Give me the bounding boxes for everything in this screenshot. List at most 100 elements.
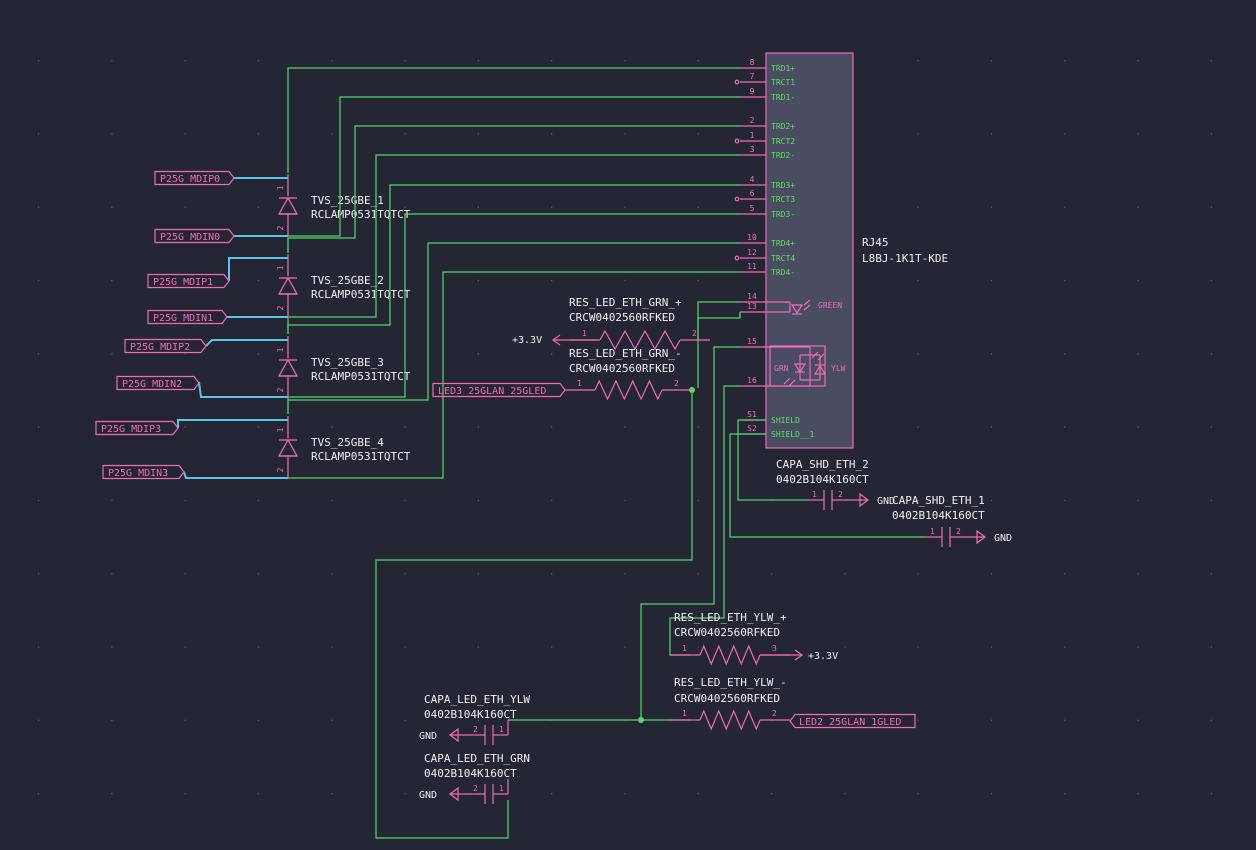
pin-name: TRD1+ <box>771 64 795 73</box>
rj45-connector[interactable]: RJ45 L8BJ-1K1T-KDE 8TRD1+7TRCT19TRD1-2TR… <box>734 52 948 449</box>
grid-dot <box>1064 426 1066 428</box>
grid-dot <box>624 60 626 62</box>
tvs-value: RCLAMP0531TQTCT <box>311 450 411 463</box>
gnd-symbol-2: GND <box>968 529 1012 545</box>
grid-dot <box>551 426 553 428</box>
pin-number: 2 <box>838 490 843 499</box>
grid-dot <box>331 133 333 135</box>
grid-dot <box>38 646 40 648</box>
resistor-value: CRCW0402560RFKED <box>674 692 780 705</box>
grid-dot <box>917 426 919 428</box>
net-label[interactable]: P25G_MDIP0 <box>154 170 235 186</box>
grid-dot <box>257 719 260 721</box>
grid-dot <box>111 426 113 428</box>
pin-number: 8 <box>750 58 755 67</box>
grid-dot <box>331 793 333 795</box>
net-label[interactable]: P25G_MDIN3 <box>102 464 185 480</box>
net-label[interactable]: P25G_MDIN0 <box>154 228 235 244</box>
grid-dot <box>624 133 626 135</box>
pin-number: 12 <box>747 248 757 257</box>
grid-dot <box>184 793 186 795</box>
grid-dot <box>1210 499 1212 501</box>
grid-dot <box>990 426 993 428</box>
grid-dot <box>624 573 626 575</box>
grid-dot <box>1137 133 1139 135</box>
ylw-led-label: YLW <box>831 364 846 373</box>
net-label-frame <box>154 170 235 186</box>
net-label[interactable]: P25G_MDIP1 <box>147 273 230 289</box>
grid-dot <box>624 793 626 795</box>
net-label[interactable]: LED3_25GLAN_25GLED <box>432 382 566 398</box>
grid-dot <box>551 646 553 648</box>
tvs-diodes: 12TVS_25GBE_1RCLAMP0531TQTCT12TVS_25GBE_… <box>276 174 411 478</box>
tvs-ref: TVS_25GBE_4 <box>311 436 384 449</box>
grid-dot <box>990 279 993 282</box>
grid-dot <box>1137 353 1139 355</box>
gnd-symbol-4: GND <box>419 786 470 802</box>
grid-dot <box>624 499 626 501</box>
grid-dot <box>111 60 113 62</box>
pin-number: 7 <box>750 72 755 81</box>
grid-dot <box>917 499 919 501</box>
pin-name: TRD4- <box>771 268 795 277</box>
grid-dot <box>1137 646 1139 648</box>
resistor-value: CRCW0402560RFKED <box>674 626 780 639</box>
grid-dot <box>331 353 333 355</box>
pin-number: 2 <box>276 387 285 392</box>
bus-wires <box>177 177 288 479</box>
tvs-diode-icon <box>277 438 299 457</box>
grid-dot <box>624 426 626 428</box>
gnd-symbol-3: GND <box>419 727 470 743</box>
resistor-value: CRCW0402560RFKED <box>569 311 675 324</box>
net-label[interactable]: LED2_25GLAN_1GLED <box>789 713 916 729</box>
pin-name: TRD2- <box>771 151 795 160</box>
pin-number: 14 <box>747 292 757 301</box>
grid-dot <box>1137 573 1139 575</box>
net-label[interactable]: P25G_MDIP2 <box>124 338 207 354</box>
grid-dot <box>624 279 626 282</box>
resistor-icon <box>594 379 663 401</box>
net-label[interactable]: P25G_MDIN2 <box>116 375 200 391</box>
grid-dot <box>111 719 113 721</box>
grid-dot <box>1210 60 1212 62</box>
pin-number: 2 <box>276 305 285 310</box>
net-label-text: P25G_MDIN3 <box>108 468 168 479</box>
rj45-pin: 16 <box>740 376 766 387</box>
grid-dot <box>551 499 553 501</box>
net-label[interactable]: P25G_MDIN1 <box>147 309 228 325</box>
grid-dot <box>184 499 186 501</box>
net-label-frame <box>116 375 200 391</box>
pin-number: 2 <box>473 725 478 734</box>
vcc-label: +3.3V <box>808 651 838 662</box>
grid-dot <box>257 426 260 428</box>
grid-dot <box>111 133 113 135</box>
net-label-text: P25G_MDIP3 <box>101 424 161 435</box>
pin-name: SHIELD__1 <box>771 430 815 439</box>
net-label[interactable]: P25G_MDIP3 <box>95 420 179 436</box>
grid-dot <box>1064 646 1066 648</box>
grid-dot <box>111 499 113 501</box>
pin-number: 1 <box>276 185 285 190</box>
grid-dot <box>1210 573 1212 575</box>
grid-dot <box>38 279 40 282</box>
grid-dot <box>917 573 919 575</box>
net-label-text: P25G_MDIN1 <box>153 313 213 324</box>
grid-dot <box>1137 60 1139 62</box>
pin-number: 9 <box>750 87 755 96</box>
